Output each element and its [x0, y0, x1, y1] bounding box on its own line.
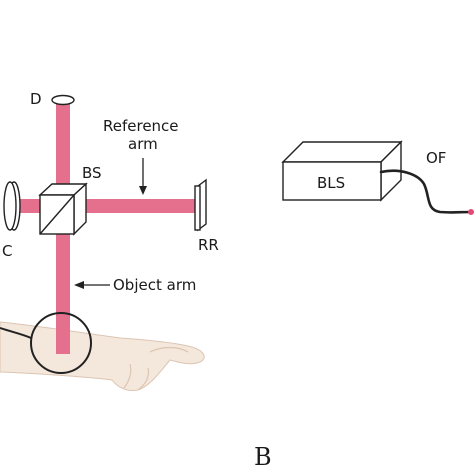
optical-fiber: [379, 169, 474, 214]
reference-arm-arrow: [139, 158, 147, 195]
beam-splitter-icon: [38, 182, 88, 236]
callout-line: [0, 327, 32, 339]
detector-label: D: [30, 90, 42, 108]
reference-arm-label-line2: arm: [128, 135, 158, 153]
panel-label: B: [254, 443, 272, 471]
retroreflector-label: RR: [198, 236, 219, 254]
reference-arm-label-line1: Reference: [103, 117, 179, 135]
light-source-label: BLS: [317, 174, 345, 192]
forearm: [0, 321, 205, 391]
reference-arm-beam: [84, 199, 198, 213]
fiber-tip-icon: [468, 209, 474, 215]
retroreflector-icon: [194, 178, 207, 232]
hand-illustration: [0, 321, 205, 391]
collimator-lens-icon: [3, 181, 21, 231]
object-arm-label: Object arm: [113, 276, 196, 294]
beams: [12, 104, 198, 354]
measurement-region-circle: [30, 312, 92, 374]
collimator-label: C: [2, 242, 12, 260]
fingers: [123, 363, 150, 391]
object-arm-arrow: [74, 281, 110, 289]
detector-icon: [51, 94, 75, 106]
thumb: [149, 346, 189, 353]
detector-beam: [56, 104, 70, 184]
optical-fiber-label: OF: [426, 149, 446, 167]
beam-splitter-label: BS: [82, 164, 102, 182]
object-arm-beam: [56, 234, 70, 354]
light-source-box: [281, 140, 403, 202]
